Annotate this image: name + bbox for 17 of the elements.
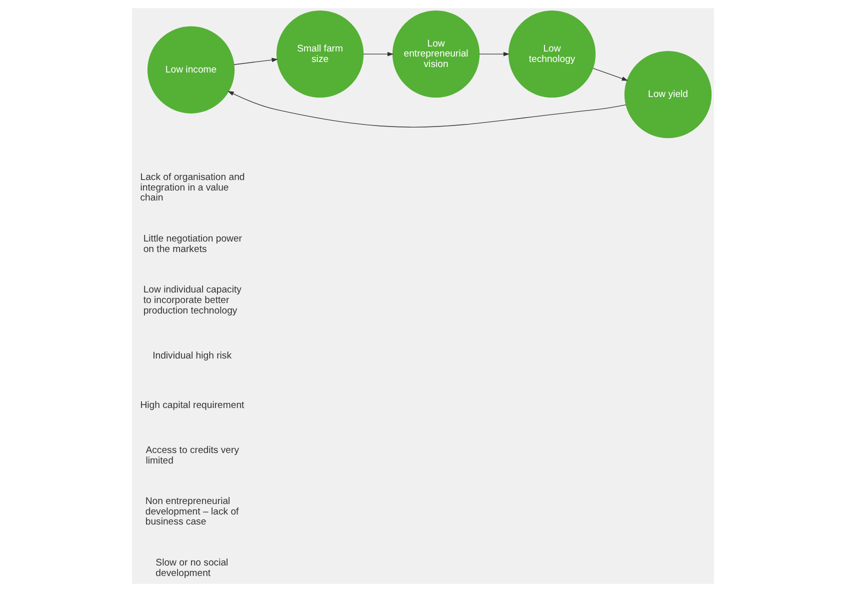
label: Lack of organisation and integration in a value chain	[140, 172, 245, 204]
node-circle: Low yield	[624, 50, 712, 138]
label: Slow or no social development	[156, 558, 228, 579]
arrow	[479, 52, 510, 56]
label: Individual high risk	[152, 350, 232, 362]
label: Little negotiation power on the markets	[143, 234, 242, 255]
node-circle: Low technology	[508, 10, 596, 98]
arrow	[363, 52, 394, 56]
label: High capital requirement	[140, 400, 244, 412]
arrow	[234, 58, 278, 65]
node-circle: Low entrepreneurial vision	[392, 10, 480, 98]
arrow	[228, 90, 626, 128]
node-circle: Small farm size	[276, 10, 364, 98]
label: Low individual capacity to incorporate better production technology	[143, 284, 242, 316]
arrow	[592, 68, 628, 81]
label: Access to credits very limited	[146, 444, 240, 466]
label: Non entrepreneurial development – lack of business case	[145, 496, 239, 528]
